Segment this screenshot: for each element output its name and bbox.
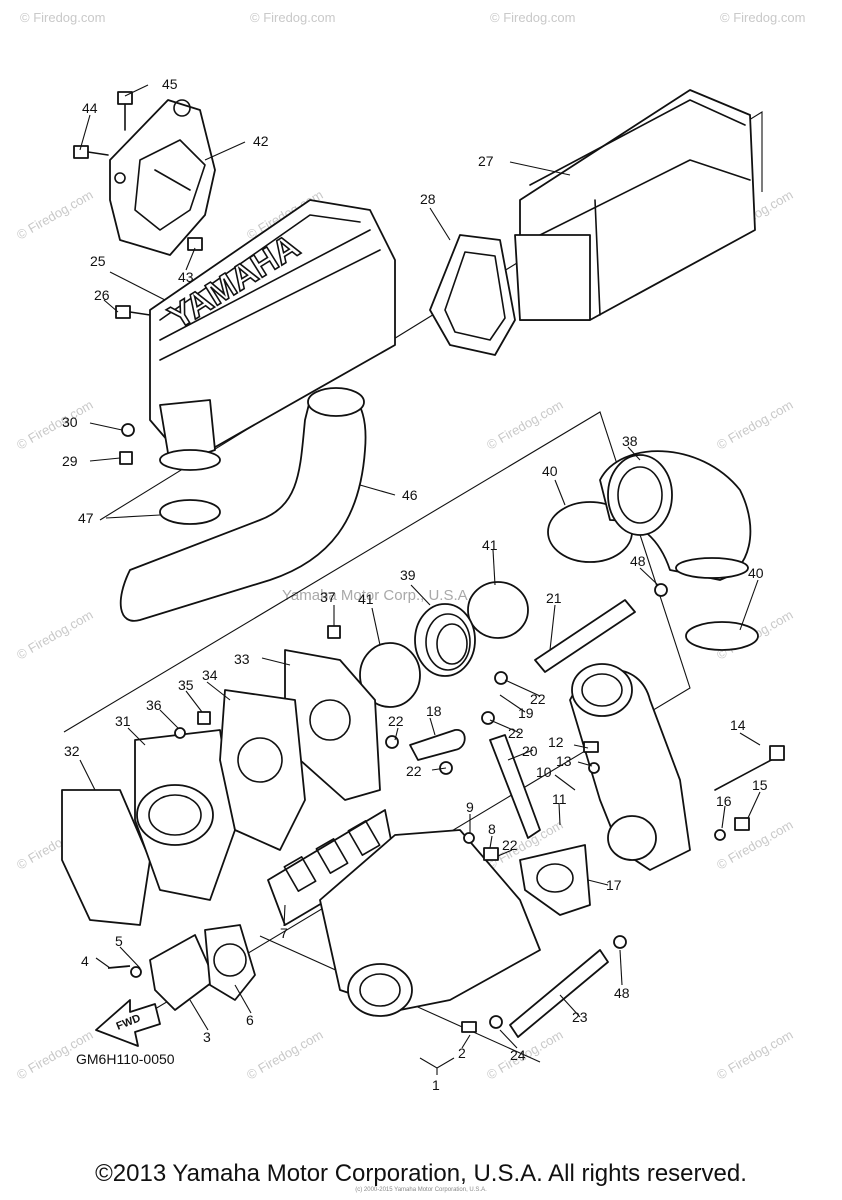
callout-6: 6 [246,1012,254,1028]
callout-22-e: 22 [502,837,518,853]
callout-16: 16 [716,793,732,809]
callout-22-b: 22 [388,713,404,729]
watermark: © Firedog.com [244,1027,326,1083]
watermark: © Firedog.com [714,817,796,873]
callout-15: 15 [752,777,768,793]
callout-33: 33 [234,651,250,667]
callout-7: 7 [280,925,288,941]
bracket-42 [109,99,216,256]
fine-print: (c) 2000-2015 Yamaha Motor Corporation, … [355,1187,487,1193]
watermark: © Firedog.com [490,10,575,25]
callout-36: 36 [146,697,162,713]
ghost-copyright: Yamaha Motor Corp., U.S.A. [282,587,472,604]
leader-lines [79,84,761,1075]
drawing-code: GM6H110-0050 [76,1051,175,1067]
chamber-27 [514,89,756,321]
callout-17: 17 [606,877,622,893]
watermark: © Firedog.com [14,187,96,243]
callout-45: 45 [162,76,178,92]
elbow-38 [599,450,752,581]
callout-3: 3 [203,1029,211,1045]
callout-32: 32 [64,743,80,759]
callout-22-a: 22 [530,691,546,707]
callout-46: 46 [402,487,418,503]
callout-27: 27 [478,153,494,169]
callout-44: 44 [82,100,98,116]
fwd-arrow-icon: FWD [95,999,161,1047]
callout-30: 30 [62,414,78,430]
callout-22-d: 22 [406,763,422,779]
callout-34: 34 [202,667,218,683]
callout-5: 5 [115,933,123,949]
gasket-28 [429,234,516,356]
callout-labels: 45 44 42 27 28 43 25 26 30 29 46 47 38 4… [62,76,768,1093]
callout-38: 38 [622,433,638,449]
callout-42: 42 [253,133,269,149]
callout-18: 18 [426,703,442,719]
callout-24: 24 [510,1047,526,1063]
bellows-39 [414,603,476,677]
watermark: © Firedog.com [250,10,335,25]
watermark: © Firedog.com [14,607,96,663]
callout-37: 37 [320,589,336,605]
callout-2: 2 [458,1045,466,1061]
callout-13: 13 [556,753,572,769]
callout-39: 39 [400,567,416,583]
callout-28: 28 [420,191,436,207]
callout-22-c: 22 [508,725,524,741]
callout-47: 47 [78,510,94,526]
callout-40-right: 40 [748,565,764,581]
callout-12: 12 [548,734,564,750]
callout-23: 23 [572,1009,588,1025]
callout-20: 20 [522,743,538,759]
bolts-right [174,583,785,1033]
callout-19: 19 [518,705,534,721]
callout-10: 10 [536,764,552,780]
watermark: © Firedog.com [714,397,796,453]
callout-41-left: 41 [358,591,374,607]
watermark: © Firedog.com [720,10,805,25]
plates [61,689,306,926]
small-plates [107,924,256,1011]
watermark: © Firedog.com [14,397,96,453]
callout-11: 11 [552,791,567,807]
callout-1: 1 [432,1077,440,1093]
callout-48-bottom: 48 [614,985,630,1001]
callout-48-mid: 48 [630,553,646,569]
callout-21: 21 [546,590,562,606]
callout-31: 31 [115,713,131,729]
manifold-1 [267,809,541,1017]
callout-25: 25 [90,253,106,269]
callout-35: 35 [178,677,194,693]
callout-8: 8 [488,821,496,837]
pipes [509,599,636,1038]
watermark: © Firedog.com [484,397,566,453]
callout-43: 43 [178,269,194,285]
callout-29: 29 [62,453,78,469]
hose-46 [119,387,367,622]
callout-14: 14 [730,717,746,733]
copyright-footer: ©2013 Yamaha Motor Corporation, U.S.A. A… [95,1160,747,1187]
callout-26: 26 [94,287,110,303]
watermark: © Firedog.com [20,10,105,25]
callout-40-top: 40 [542,463,558,479]
callout-9: 9 [466,799,474,815]
elbow-10 [409,663,691,916]
callout-4: 4 [81,953,89,969]
callout-41-top: 41 [482,537,498,553]
watermark: © Firedog.com [714,1027,796,1083]
